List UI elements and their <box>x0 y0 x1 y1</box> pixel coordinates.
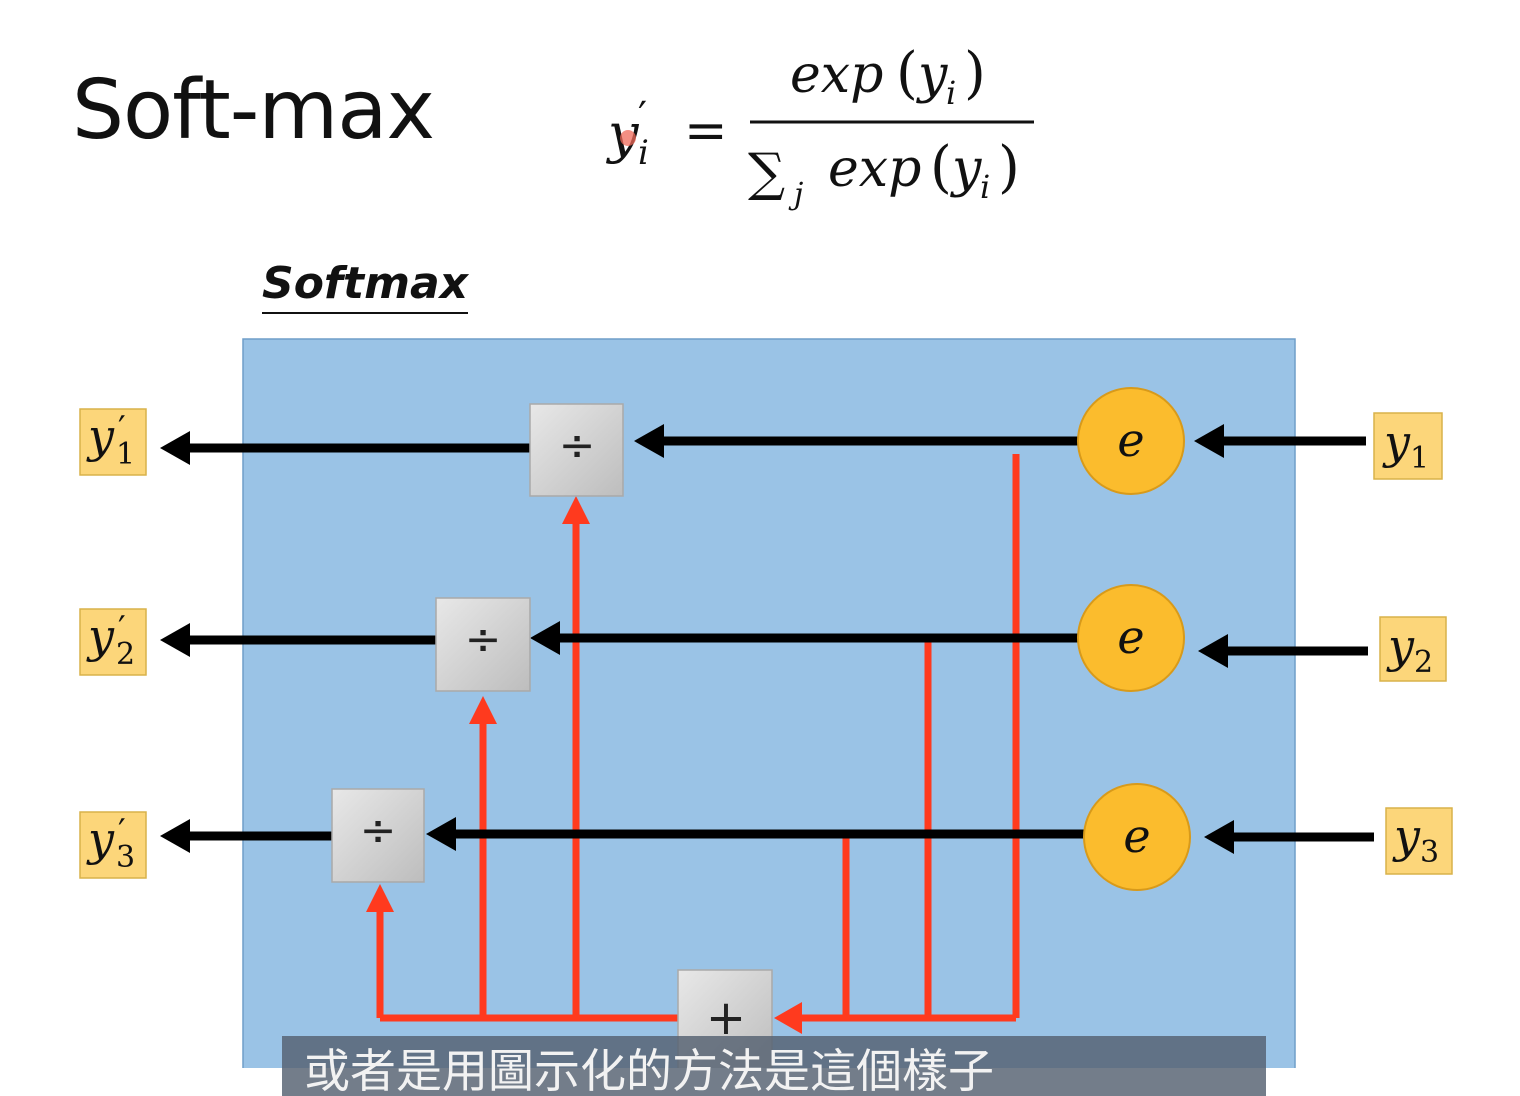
exp-node-2 <box>1077 584 1185 692</box>
formula-denominator-paren-close: ) <box>998 135 1020 200</box>
output-label-3-var: y <box>86 812 115 866</box>
formula-denominator-func: exp <box>828 139 921 199</box>
formula-denominator-sub: i <box>980 168 990 206</box>
divide-node-1 <box>529 403 624 497</box>
formula-denominator-arg: y <box>950 139 982 199</box>
input-label-2-var: y <box>1386 619 1415 673</box>
input-label-1-var: y <box>1382 415 1411 469</box>
arrowhead-output-3 <box>160 819 190 853</box>
output-label-2-sub: 2 <box>116 637 135 672</box>
exp-node-3 <box>1083 783 1191 891</box>
arrowhead-output-1 <box>160 431 190 465</box>
signal-wiring <box>186 436 1374 842</box>
formula-lhs-sub: i <box>638 133 649 173</box>
slide-title: Soft-max <box>72 63 435 158</box>
input-label-2-sub: 2 <box>1414 645 1433 680</box>
output-label-1-box <box>79 408 147 476</box>
input-label-1-box <box>1373 412 1443 480</box>
arrowhead-input-3 <box>1204 820 1234 854</box>
subtitle-caption: 或者是用圖示化的方法是這個樣子 <box>282 1036 1266 1096</box>
divide-nodes: ÷ ÷ ÷ <box>331 403 624 883</box>
formula-numerator-paren-open: ( <box>896 41 918 106</box>
arrowhead-exp-2 <box>530 621 560 655</box>
output-label-2-prime: ′ <box>118 609 126 649</box>
signal-arrowheads <box>160 424 1234 854</box>
input-labels: y 1 y 2 y 3 <box>1373 412 1453 875</box>
arrowhead-riser-3 <box>366 884 394 912</box>
output-label-2-var: y <box>86 609 115 663</box>
formula-lhs-prime: ′ <box>638 94 647 140</box>
arrowhead-riser-1 <box>562 496 590 524</box>
divide-node-2-symbol: ÷ <box>465 614 502 665</box>
formula-denominator-paren-open: ( <box>930 135 952 200</box>
output-label-2-box <box>79 608 147 676</box>
exp-node-3-label: e <box>1123 809 1150 863</box>
arrowhead-output-2 <box>160 623 190 657</box>
input-label-3-box <box>1385 807 1453 875</box>
input-label-3-var: y <box>1392 809 1421 863</box>
input-label-3-sub: 3 <box>1420 835 1439 870</box>
output-label-1-prime: ′ <box>118 409 126 449</box>
divide-node-3-symbol: ÷ <box>360 805 397 856</box>
divide-node-2 <box>435 597 531 692</box>
softmax-diagram: e e e ÷ ÷ ÷ + y 1 y 2 y 3 y ′ 1 y ′ 2 y <box>79 338 1453 1068</box>
arrowhead-input-1 <box>1194 424 1224 458</box>
exp-nodes: e e e <box>1077 387 1191 891</box>
arrowhead-riser-2 <box>469 696 497 724</box>
arrowhead-exp-3 <box>426 817 456 851</box>
formula-equals: = <box>684 101 728 161</box>
output-labels: y ′ 1 y ′ 2 y ′ 3 <box>79 408 147 879</box>
input-label-1-sub: 1 <box>1410 441 1429 476</box>
divide-node-3 <box>331 788 425 883</box>
formula-numerator-sub: i <box>946 74 956 112</box>
output-label-1-sub: 1 <box>116 437 135 472</box>
diagram-title: Softmax <box>262 256 469 314</box>
softmax-formula: y ′ i = exp ( y i ) ∑ j exp ( y i ) <box>606 41 1034 212</box>
arrowhead-into-sum <box>774 1002 802 1034</box>
exp-node-2-label: e <box>1117 610 1144 664</box>
formula-numerator-arg: y <box>916 45 948 105</box>
exp-node-1-label: e <box>1117 413 1144 467</box>
output-label-3-prime: ′ <box>118 812 126 852</box>
formula-sum-symbol: ∑ <box>748 143 785 203</box>
divide-node-1-symbol: ÷ <box>559 420 596 471</box>
pointer-dot-icon <box>620 130 636 146</box>
formula-numerator-func: exp <box>790 45 883 105</box>
output-label-3-box <box>79 811 147 879</box>
output-label-3-sub: 3 <box>116 840 135 875</box>
arrowhead-input-2 <box>1198 634 1228 668</box>
output-label-1-var: y <box>86 409 115 463</box>
sum-arrowheads <box>366 496 802 1034</box>
arrowhead-exp-1 <box>634 424 664 458</box>
formula-numerator-paren-close: ) <box>964 41 986 106</box>
input-label-2-box <box>1379 616 1447 682</box>
exp-node-1 <box>1077 387 1185 495</box>
